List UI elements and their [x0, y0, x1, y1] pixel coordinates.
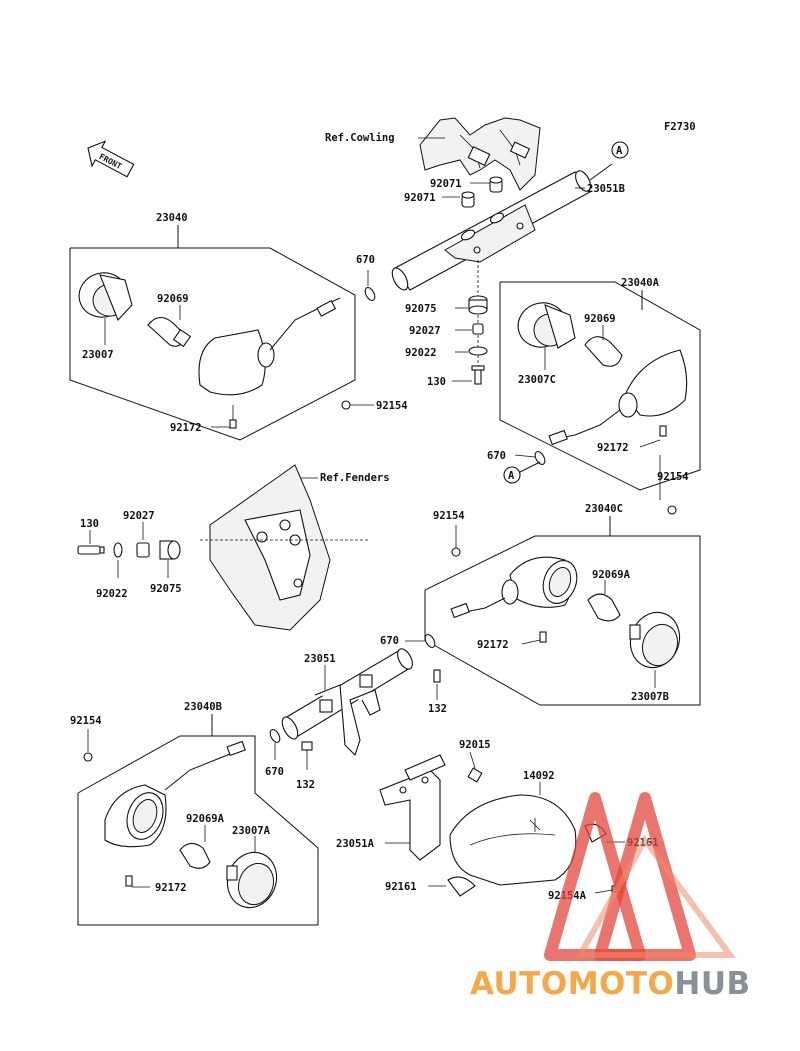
grommets-92071: [461, 176, 503, 208]
callout-92069A-a: 92069A: [592, 569, 631, 581]
logo-text-auto: AUTOMOTO: [470, 966, 675, 1002]
callout-92154-c: 92154: [433, 510, 465, 522]
logo-wordmark: AUTOMOTOHUB: [470, 966, 751, 1002]
callout-92154-b: 92154: [657, 471, 689, 483]
callout-92075-a: 92075: [405, 303, 437, 315]
logo-triangle-icon: [544, 792, 736, 961]
callout-130-b: 130: [80, 518, 99, 530]
cowling-bracket: [419, 117, 541, 191]
callout-92161-b: 92161: [385, 881, 417, 893]
rear-stay: [281, 648, 413, 757]
callout-92075-b: 92075: [150, 583, 182, 595]
license-bracket: [379, 754, 446, 861]
callout-23007B: 23007B: [631, 691, 669, 703]
housing-left-front: [198, 297, 341, 396]
callout-670-b: 670: [487, 450, 506, 462]
bulb-92069: [147, 316, 192, 348]
callout-92027-b: 92027: [123, 510, 155, 522]
callout-92069A-b: 92069A: [186, 813, 225, 825]
lens-23007: [78, 272, 133, 322]
lens-23007C: [517, 302, 576, 349]
diagram-code: F2730: [664, 121, 696, 133]
callout-92071-a: 92071: [430, 178, 462, 190]
front-arrow-icon: FRONT: [87, 140, 135, 178]
o-ring-670: [364, 286, 376, 302]
callout-132-a: 132: [428, 703, 447, 715]
ref-cowling-label: Ref.Cowling: [325, 132, 395, 144]
callout-14092: 14092: [523, 770, 555, 782]
callout-23007C: 23007C: [518, 374, 556, 386]
callout-92022-b: 92022: [96, 588, 128, 600]
callout-23051: 23051: [304, 653, 336, 665]
callout-92027-a: 92027: [409, 325, 441, 337]
callout-92172-d: 92172: [155, 882, 187, 894]
lens-23007B: [629, 611, 681, 669]
bulb-92069A-left: [179, 842, 211, 869]
callout-23040: 23040: [156, 212, 188, 224]
callout-92172-c: 92172: [477, 639, 509, 651]
callout-23040B: 23040B: [184, 701, 222, 713]
callout-23040A: 23040A: [621, 277, 660, 289]
clip-92015: [467, 767, 483, 783]
bulb-92069-right: [584, 336, 623, 367]
callout-23007A: 23007A: [232, 825, 271, 837]
rear-cover-14092: [449, 794, 577, 886]
callout-23040C: 23040C: [585, 503, 623, 515]
front-stay-tube: [391, 170, 591, 291]
stack-parts-right: [468, 295, 488, 385]
automotohub-logo: AUTOMOTOHUB: [470, 780, 795, 1010]
callout-23051A: 23051A: [336, 838, 375, 850]
housing-right-front: [548, 349, 688, 446]
housing-right-rear: [450, 556, 578, 619]
logo-text-hub: HUB: [674, 966, 751, 1002]
nut-92154: [341, 400, 351, 410]
callout-132-b: 132: [296, 779, 315, 791]
callout-92154-d: 92154: [70, 715, 102, 727]
callout-670-a: 670: [356, 254, 375, 266]
housing-left-rear: [104, 740, 246, 848]
callout-92172-b: 92172: [597, 442, 629, 454]
callout-92154-a: 92154: [376, 400, 408, 412]
callout-130-a: 130: [427, 376, 446, 388]
callout-23051B: 23051B: [587, 183, 625, 195]
callout-92071-b: 92071: [404, 192, 436, 204]
rubber-92161-b: [447, 876, 476, 897]
stack-parts-left: [77, 540, 181, 560]
callout-670-d: 670: [265, 766, 284, 778]
callout-670-c: 670: [380, 635, 399, 647]
callout-92172-a: 92172: [170, 422, 202, 434]
callout-92069-a: 92069: [157, 293, 189, 305]
callout-92015: 92015: [459, 739, 491, 751]
callout-92022-a: 92022: [405, 347, 437, 359]
bolt-132: [433, 669, 441, 683]
ref-fenders-label: Ref.Fenders: [320, 472, 390, 484]
callout-23007: 23007: [82, 349, 114, 361]
bulb-92069A-right: [587, 593, 621, 622]
callout-92069-b: 92069: [584, 313, 616, 325]
lens-23007A: [226, 851, 278, 909]
circle-a-bottom: A: [508, 470, 515, 482]
rear-fender: [209, 464, 331, 631]
circle-a-top: A: [616, 145, 623, 157]
